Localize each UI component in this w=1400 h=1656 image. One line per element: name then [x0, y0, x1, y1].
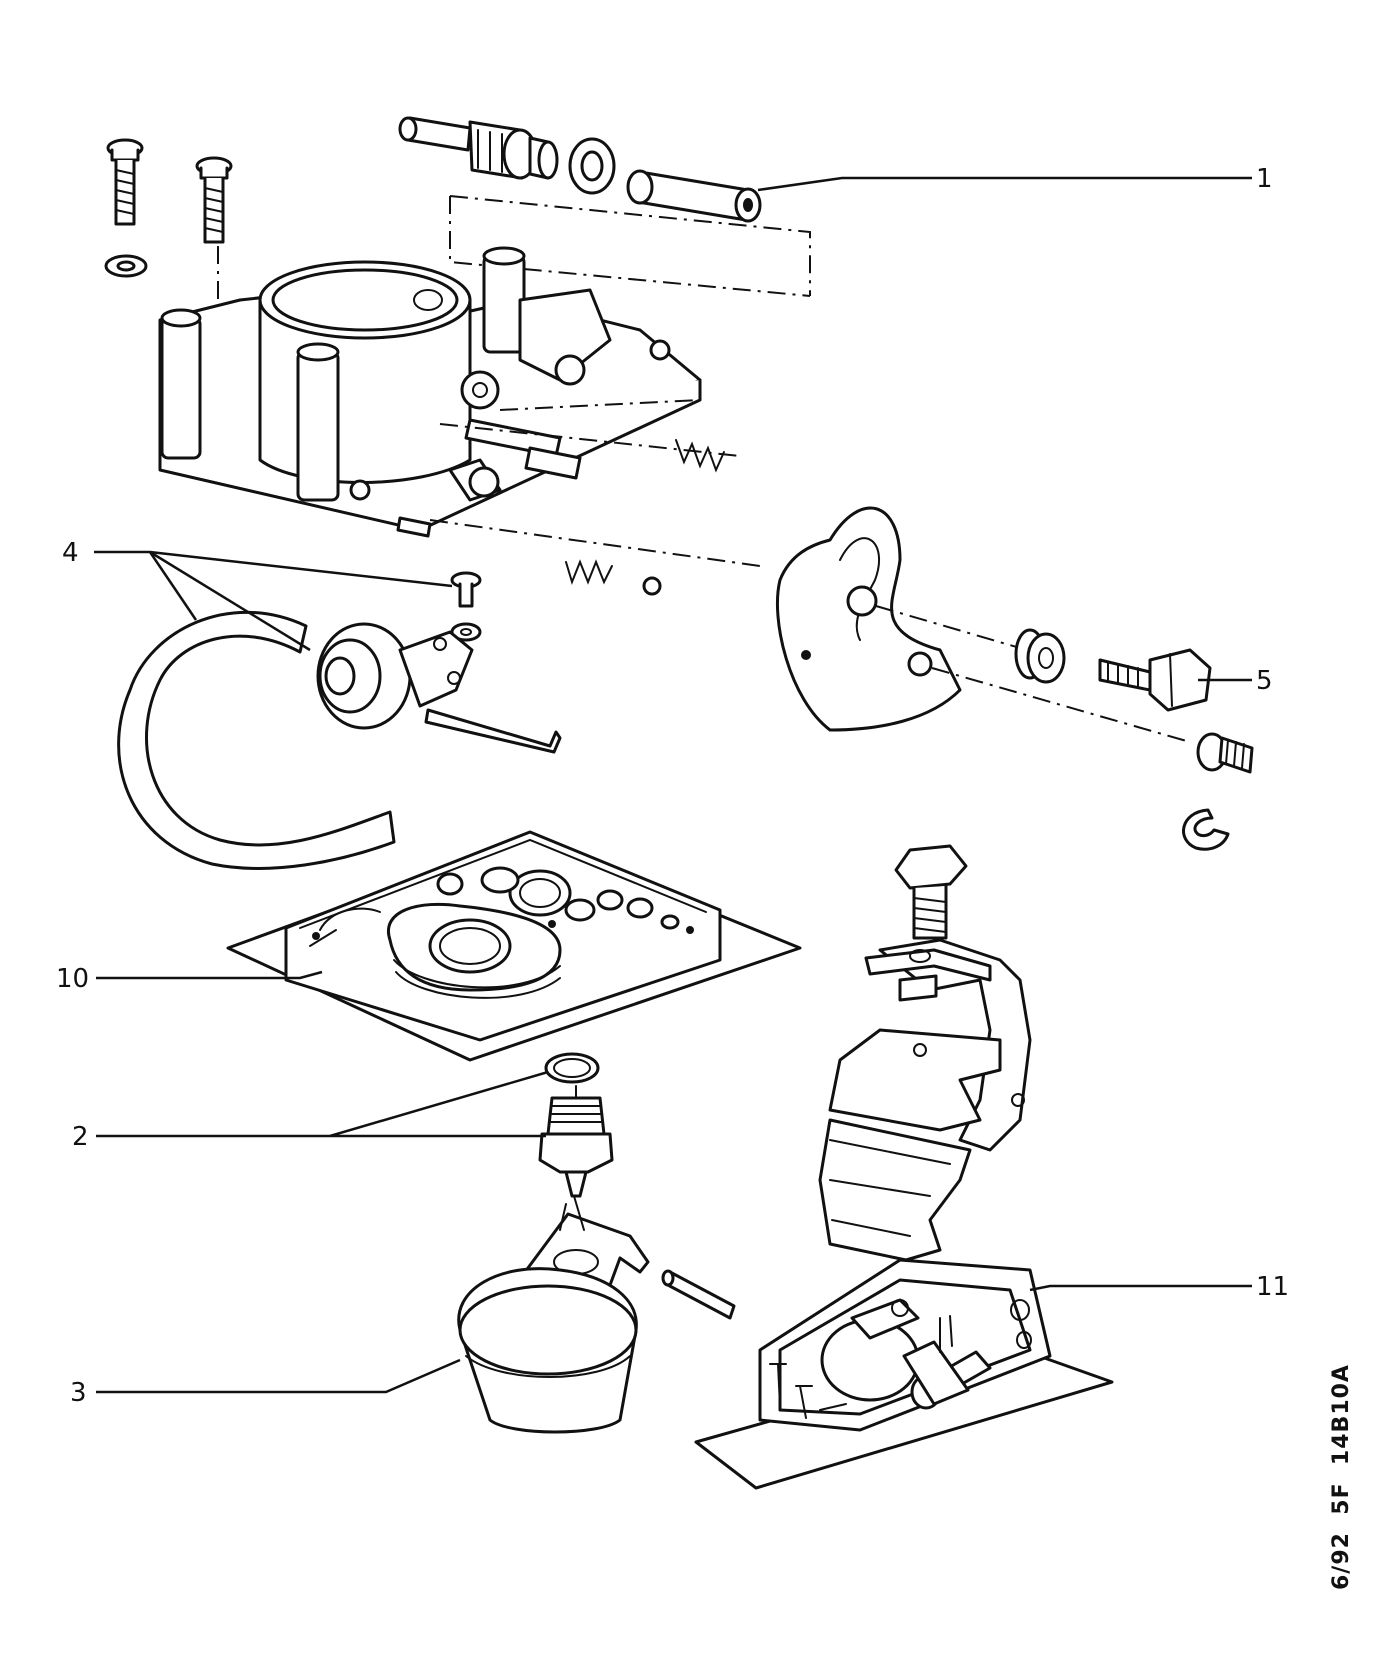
float	[457, 1267, 638, 1434]
idle-spring	[1196, 732, 1254, 774]
inlet-tube	[626, 169, 762, 223]
fuel-inlet-union	[398, 116, 559, 180]
leader-4a	[94, 550, 453, 588]
callout-2: 2	[72, 1122, 89, 1152]
needle-valve	[538, 1085, 614, 1198]
needle-valve-washer	[544, 1052, 600, 1084]
check-ball	[642, 576, 662, 596]
bracket-bolt	[894, 844, 968, 940]
carburettor-cover	[158, 246, 702, 538]
throttle-lever-plate	[776, 506, 962, 732]
spindle-axis-line	[429, 519, 761, 567]
leader-2	[96, 1070, 549, 1138]
callout-3: 3	[70, 1378, 87, 1408]
float-chamber-base	[758, 1258, 1052, 1432]
cover-screw-left	[106, 138, 144, 226]
leader-11	[1029, 1284, 1252, 1292]
return-spring-upper	[675, 439, 725, 473]
float-pin	[661, 1269, 736, 1320]
sealing-washer	[568, 137, 616, 195]
spring-middle	[565, 559, 613, 586]
circlip	[1182, 808, 1230, 851]
leader-3	[96, 1358, 461, 1394]
callout-4: 4	[62, 538, 79, 568]
cover-screw-right	[195, 156, 233, 244]
drawing-reference-code: 6/92 5F 14B10A	[1329, 1364, 1354, 1590]
callout-10: 10	[56, 964, 89, 994]
vacuum-capsule	[316, 622, 562, 754]
spring-washer	[104, 254, 148, 278]
vacuum-hose	[117, 610, 396, 870]
callout-11: 11	[1256, 1272, 1289, 1302]
vacuum-capsule-screw	[450, 571, 482, 642]
callout-5: 5	[1256, 666, 1273, 696]
lever-washer	[1014, 628, 1066, 684]
choke-bracket	[818, 938, 1032, 1262]
lever-axis-line	[875, 605, 1021, 649]
lever-lower-axis	[931, 667, 1191, 743]
leader-10	[96, 970, 323, 980]
leader-1	[757, 176, 1252, 192]
inlet-dashed-frame	[449, 195, 811, 297]
gasket-kit	[226, 830, 802, 1062]
callout-1: 1	[1256, 164, 1273, 194]
leader-4c	[148, 551, 198, 621]
leader-4b	[149, 550, 311, 652]
hex-bolt	[1098, 648, 1212, 712]
